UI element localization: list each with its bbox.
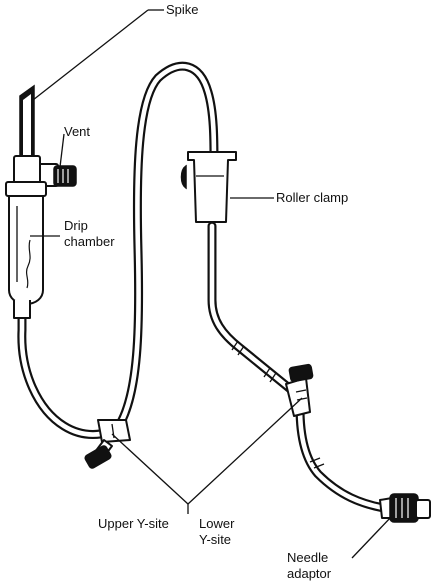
needle-adaptor-label-line1: Needle (287, 550, 328, 565)
drip-chamber-label-line2: chamber (64, 234, 115, 249)
lower-y-site-leader (187, 397, 303, 505)
iv-tubing (17, 61, 389, 513)
drip-chamber-label-line1: Drip (64, 218, 88, 233)
labels: Spike Vent Drip chamber Roller clamp Upp… (64, 2, 348, 581)
leader-lines (30, 9, 393, 559)
roller-clamp-label: Roller clamp (276, 190, 348, 205)
lower-y-site-label-line1: Lower (199, 516, 235, 531)
needle-adaptor (379, 493, 431, 523)
spike (19, 84, 35, 163)
spike-leader (32, 9, 149, 101)
upper-y-site-label: Upper Y-site (98, 516, 169, 531)
vent-leader (59, 133, 65, 168)
vent-label: Vent (64, 124, 90, 139)
upper-y-site (84, 419, 131, 469)
drip-chamber (5, 155, 47, 319)
needle-adaptor-label-line2: adaptor (287, 566, 332, 581)
upper-y-site-leader (111, 433, 189, 505)
needle-adaptor-leader (351, 515, 393, 559)
roller-clamp (180, 151, 237, 223)
lower-y-site-label-line2: Y-site (199, 532, 231, 547)
vent (35, 163, 77, 187)
spike-label: Spike (166, 2, 199, 17)
